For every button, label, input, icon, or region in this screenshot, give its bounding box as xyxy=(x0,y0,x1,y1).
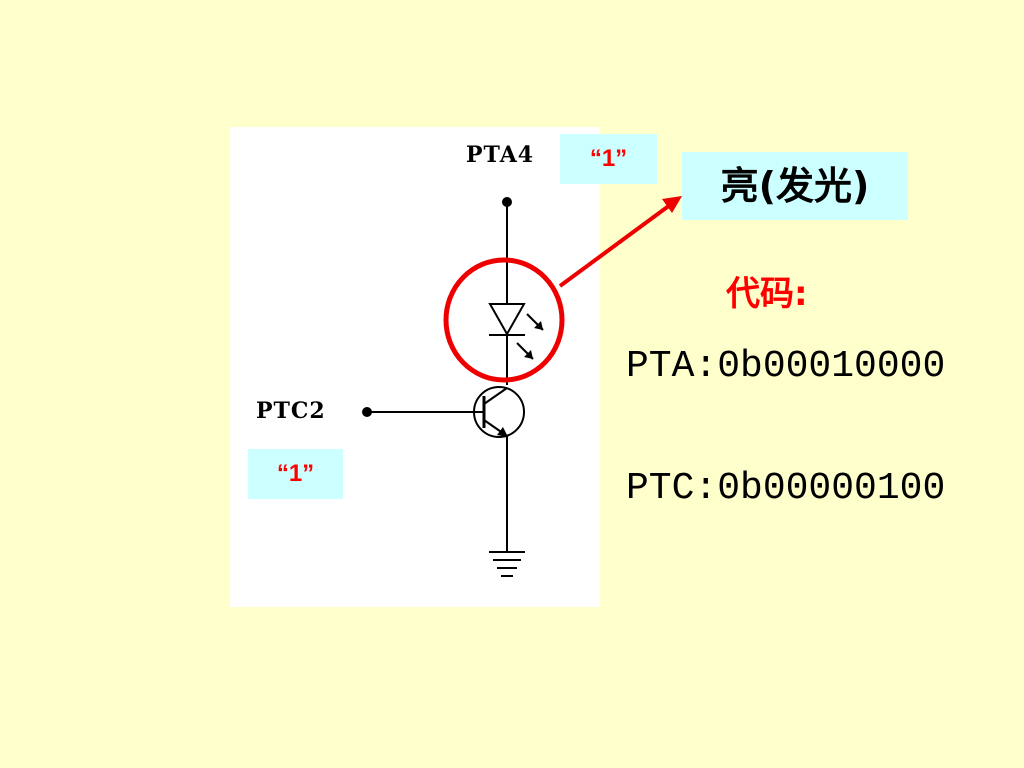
code-line-ptc: PTC:0b00000100 xyxy=(626,467,946,510)
pta4-value-box: “1” xyxy=(560,134,657,184)
pta4-value: “1” xyxy=(589,145,628,172)
pointer-arrow xyxy=(558,203,672,288)
led-symbol xyxy=(488,303,544,360)
led-state-label: 亮(发光) xyxy=(682,152,908,220)
pointer-arrow-head xyxy=(662,196,682,213)
code-title: 代码: xyxy=(726,274,808,314)
ptc2-value-box: “1” xyxy=(248,449,343,499)
pta4-label: PTA4 xyxy=(466,142,535,168)
code-line-pta: PTA:0b00010000 xyxy=(626,345,946,388)
ptc2-value: “1” xyxy=(276,460,315,487)
ground-symbol xyxy=(489,551,525,577)
ptc2-label: PTC2 xyxy=(256,398,326,424)
led-highlight-circle xyxy=(443,257,565,383)
